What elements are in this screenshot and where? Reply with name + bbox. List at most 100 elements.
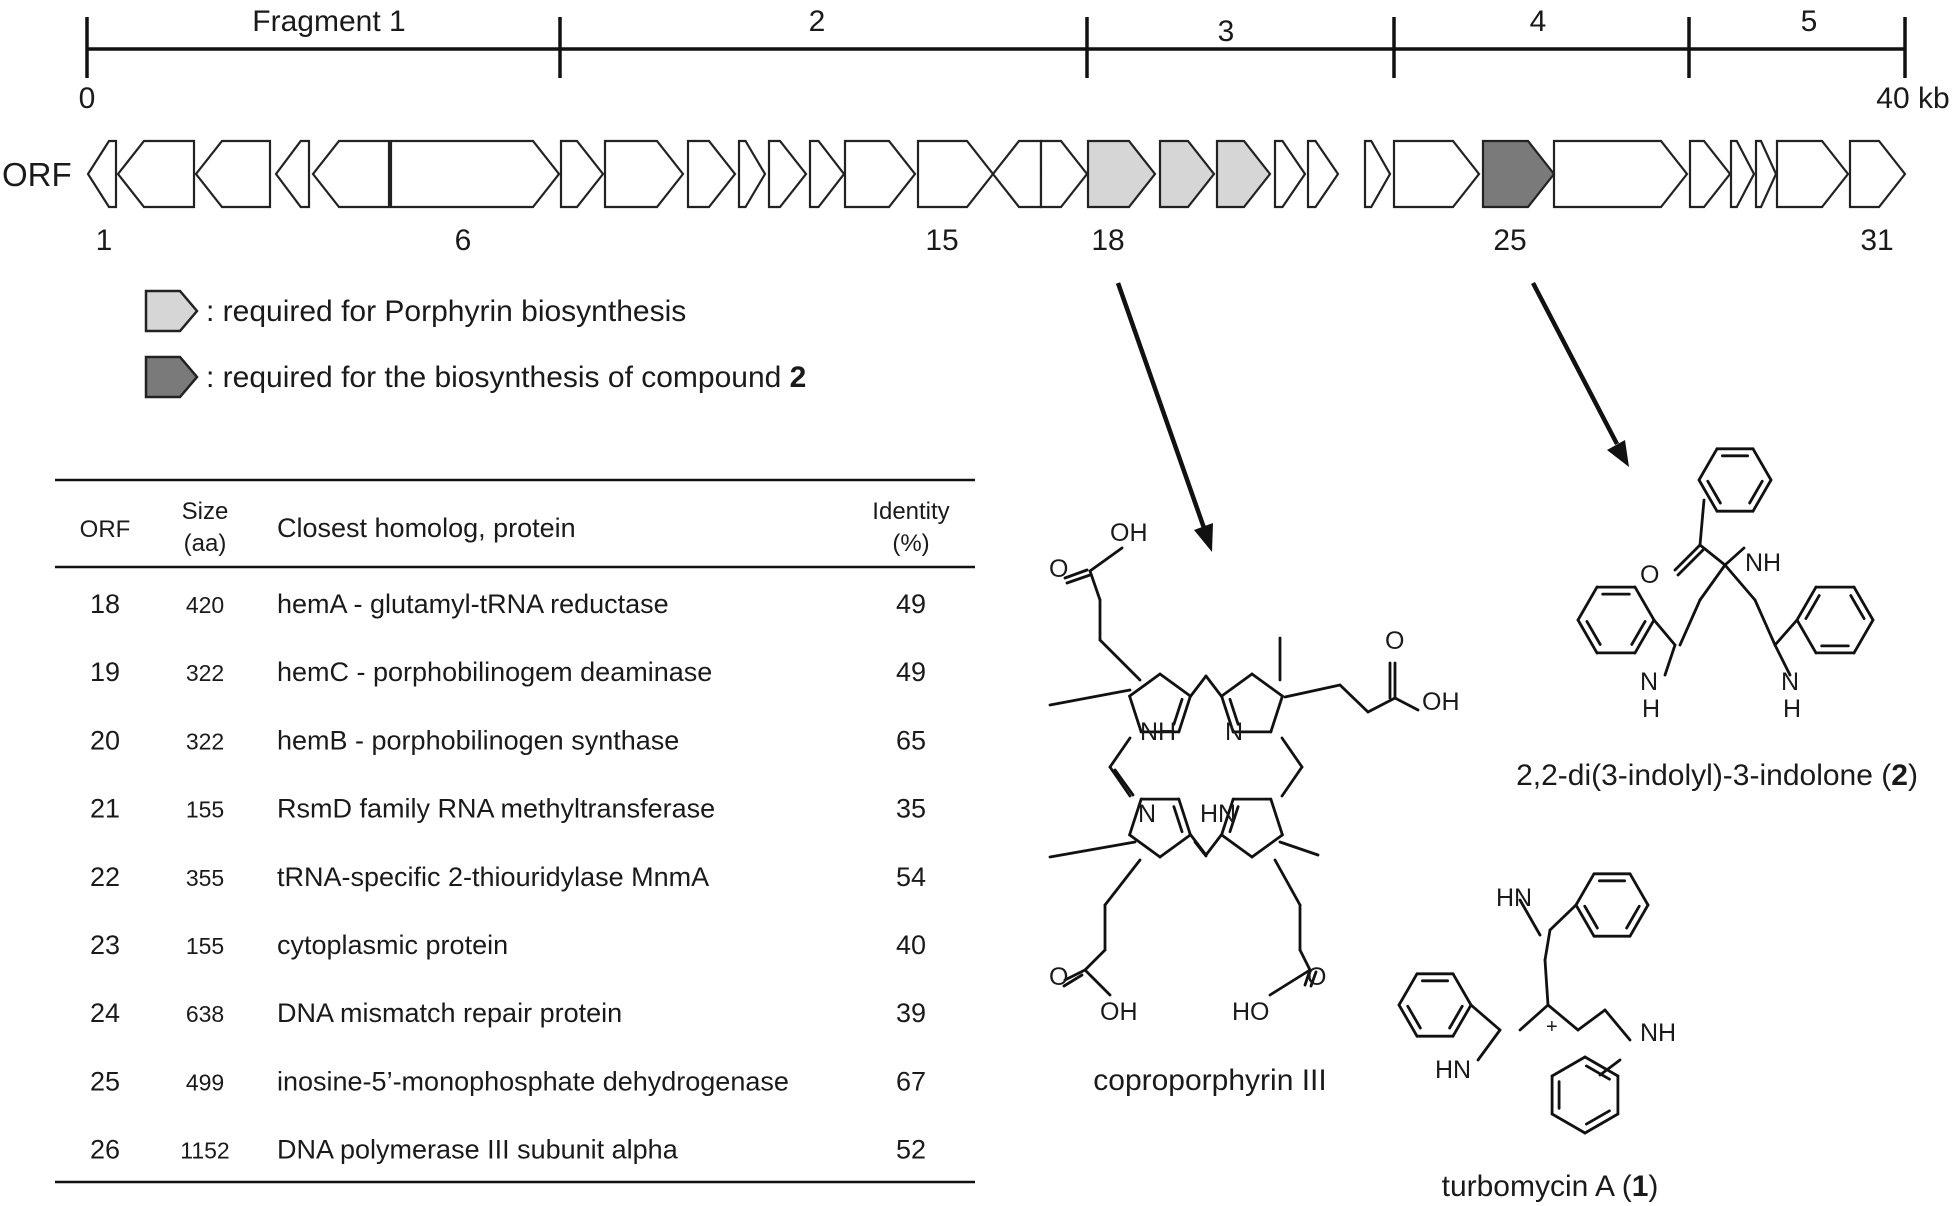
chemical-bond [1773,618,1799,647]
orf-arrow [1481,139,1556,209]
chemical-bond [1751,478,1773,513]
atom-label: H [1783,695,1801,723]
chemical-bond [1063,568,1089,580]
atom-label: N [1225,718,1243,746]
caption-prefix: turbomycin A ( [1442,1170,1632,1203]
coproporphyrin-structure: OH O O OH NH N N HN O OH HO O coproporph… [1048,519,1460,1097]
chemical-bond [1193,840,1208,858]
table-cell-identity: 65 [896,725,926,755]
table-cell-orf: 19 [90,657,120,687]
orf-arrow [603,139,685,209]
atom-label: + [1546,1016,1558,1038]
chemical-bond [1188,674,1208,699]
table-header-size: Size [182,498,229,525]
chemical-bond [1678,598,1702,647]
chemical-bond [1751,447,1773,482]
indolone-structure: NH O N H N H 2,2-di(3-indolyl)-3-indolon… [1516,447,1918,792]
pointer-arrows [1115,281,1629,552]
chemical-bond [1698,563,1727,602]
atom-label: NH [1640,1019,1676,1047]
table-cell-size: 155 [186,797,224,823]
table-header-size-unit: (aa) [184,530,227,557]
atom-label: O [1640,561,1659,589]
table-cell-homolog: DNA mismatch repair protein [277,998,622,1028]
scale-end-label: 40 kb [1876,82,1949,115]
fragment-label: Fragment 1 [252,5,405,38]
atom-label: O [1049,963,1068,991]
chemical-bond [1309,970,1318,988]
chemical-bond [1697,478,1719,513]
indolone-bonds [1576,447,1875,677]
chemical-bond [1108,736,1132,769]
chemical-bond [1204,832,1224,857]
chemical-bond [1518,898,1542,937]
chemical-bond [1697,447,1719,482]
structure-caption-coproporphyrin: coproporphyrin III [1093,1064,1326,1097]
orf-arrow [843,139,917,209]
chemical-bond [1598,1058,1622,1077]
chemical-bond [1269,797,1284,837]
chemical-bond [1469,1003,1502,1032]
chemical-bond [1268,968,1312,997]
structure-caption-indolone: 2,2-di(3-indolyl)-3-indolone (2) [1516,759,1918,792]
chemical-bond [1795,618,1818,655]
orf-number: 25 [1493,224,1526,257]
caption-suffix: ) [1648,1170,1658,1203]
orf-arrow [194,139,272,209]
legend-compound-number: 2 [790,361,807,394]
table-header-identity-unit: (%) [892,530,929,557]
orf-arrow [1848,139,1907,209]
chemical-bond [1451,972,1473,1007]
orf-arrow [1086,139,1157,209]
atom-label: OH [1100,998,1138,1026]
chemical-bond [1630,620,1647,646]
table-header-identity: Identity [872,498,949,525]
table-header-homolog: Closest homolog, protein [277,513,576,543]
chemical-bond [1546,1003,1580,1032]
chemical-bond [1448,1004,1464,1030]
chemical-bond [1280,736,1304,769]
homolog-table: ORF Size (aa) Closest homolog, protein I… [55,478,975,1184]
atom-label: HN [1435,1056,1471,1084]
chemical-bond [1172,697,1184,726]
chemical-bond [1158,672,1192,698]
table-cell-identity: 54 [896,862,926,892]
legend-swatch-compound2 [144,355,199,399]
table-cell-size: 155 [186,933,224,959]
chemical-bond [1204,674,1224,699]
chemical-bond [1795,585,1818,622]
table-cell-size: 322 [186,660,224,686]
chemical-bond [1550,1055,1587,1078]
chemical-bond [1158,833,1192,859]
chemical-bond [1393,696,1420,712]
chemical-bond [1773,643,1792,677]
table-cell-identity: 52 [896,1135,926,1165]
orf-number: 1 [96,224,113,257]
chemical-bond [1220,797,1235,837]
atom-label: N [1138,800,1156,828]
compound-number: 1 [1632,1170,1649,1203]
orf-number: 6 [455,224,472,257]
table-cell-homolog: hemB - porphobilinogen synthase [277,725,679,755]
legend-label-porphyrin: : required for Porphyrin biosynthesis [206,295,686,328]
compound-number: 2 [1891,759,1908,792]
orf-arrow [559,139,605,209]
turbomycin-structure: HN NH HN + turbomycin A (1) [1397,872,1676,1203]
chemical-bond [1723,563,1757,602]
chemical-bond [1852,585,1875,622]
chemical-bond [1280,765,1304,798]
table-cell-size: 1152 [180,1138,229,1164]
caption-prefix: 2,2-di(3-indolyl)-3-indolone ( [1516,759,1891,792]
chemical-bond [1633,618,1656,655]
caption-suffix: ) [1908,759,1918,792]
table-cell-homolog: RsmD family RNA methyltransferase [277,794,715,824]
chemical-bond [1804,594,1821,620]
fragment-label: 2 [809,5,826,38]
table-cell-size: 499 [186,1069,224,1095]
orf-number: 31 [1860,224,1893,257]
chemical-bond [1753,598,1777,647]
orf-arrow [1215,139,1272,209]
chemical-bond [1543,958,1550,1007]
table-cell-identity: 39 [896,998,926,1028]
